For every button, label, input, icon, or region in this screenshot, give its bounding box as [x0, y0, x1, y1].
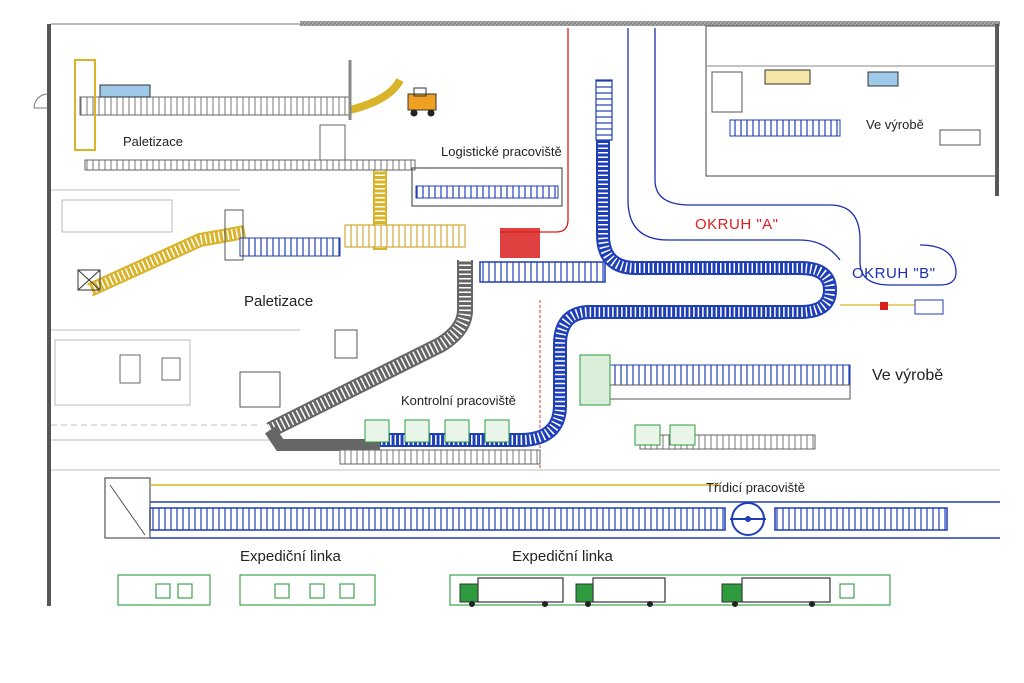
incline-conveyors	[87, 170, 473, 451]
paletizace-mid-line	[77, 209, 341, 291]
building-walls	[33, 21, 1000, 606]
loop-b-station	[840, 299, 944, 315]
label-tridici: Třídicí pracoviště	[706, 480, 805, 495]
label-kontrolni: Kontrolní pracoviště	[401, 393, 516, 408]
logisticke-station	[344, 167, 563, 258]
expedition-conveyor	[104, 477, 1000, 539]
label-paletizace-top: Paletizace	[123, 134, 183, 149]
signal-lines	[500, 28, 957, 470]
truck-icon	[721, 577, 831, 607]
truck-icon	[459, 577, 564, 607]
label-expedicni-2: Expediční linka	[512, 548, 613, 565]
vyroba-right-station	[579, 354, 851, 450]
dock-areas	[117, 574, 891, 606]
loop-a-label: OKRUH "A"	[695, 216, 779, 233]
truck-icon	[575, 577, 666, 607]
loop-conveyor	[380, 79, 838, 447]
label-paletizace-mid: Paletizace	[244, 293, 314, 310]
label-ve-vyrobe-right: Ve výrobě	[872, 367, 944, 384]
kontrolni-stations	[239, 329, 541, 465]
forklift-icon	[407, 87, 437, 117]
vyroba-top-room	[711, 69, 981, 146]
label-ve-vyrobe-top: Ve výrobě	[866, 117, 924, 132]
label-logisticke: Logistické pracoviště	[441, 144, 562, 159]
loop-b-label: OKRUH "B"	[852, 265, 936, 282]
paletizace-top-line	[74, 59, 416, 171]
label-expedicni-1: Expediční linka	[240, 548, 341, 565]
